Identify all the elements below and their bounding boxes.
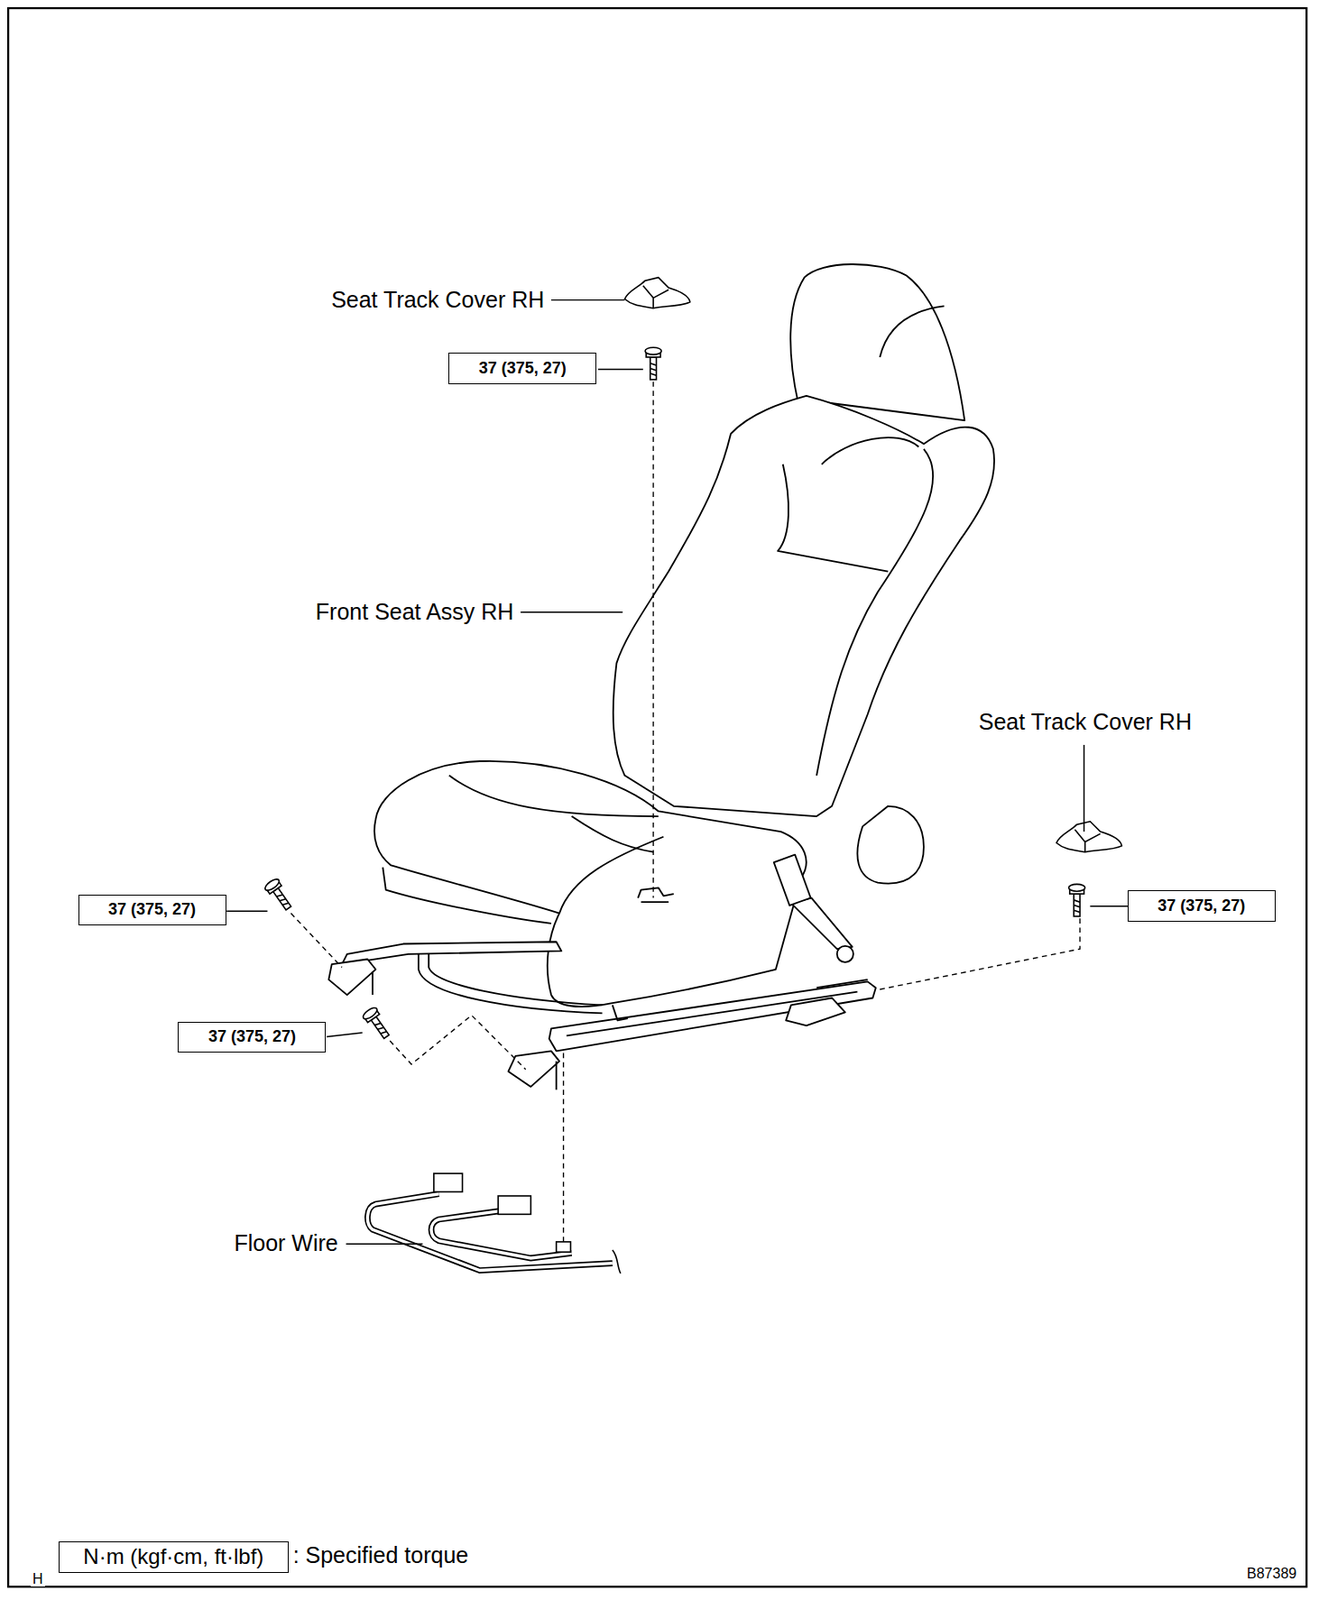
part-name: Floor Wire	[231, 1231, 340, 1257]
track-covers	[624, 277, 1122, 853]
buckle-stalk	[791, 898, 853, 950]
bolt-shank	[273, 888, 292, 911]
bolt-flange	[1069, 884, 1086, 892]
cushion-seam	[571, 816, 655, 853]
floor-wire-drawing	[367, 1173, 620, 1274]
wire-break	[612, 1250, 621, 1274]
wire-outline	[367, 1194, 612, 1272]
seat-rail	[341, 941, 562, 965]
adjuster-bar	[428, 954, 602, 1006]
leader-lines	[226, 300, 1128, 1245]
seat-track-cover	[624, 277, 690, 309]
cover-detail	[643, 285, 669, 309]
bolt-flange	[263, 877, 281, 894]
bolt-thread	[276, 893, 289, 907]
bolt-flange	[645, 347, 662, 355]
torque-value-box: 37 (375, 27)	[177, 1022, 326, 1053]
leader-line	[551, 299, 625, 301]
torque-text: 37 (375, 27)	[108, 901, 196, 920]
cushion-skirt	[382, 867, 552, 924]
torque-value-box: 37 (375, 27)	[448, 352, 597, 385]
cover-detail	[1074, 830, 1100, 853]
wire-connector	[498, 1196, 531, 1215]
part-name: Seat Track Cover RH	[329, 287, 546, 314]
bolt	[361, 1005, 394, 1043]
frame	[8, 8, 1307, 1587]
headrest-seam	[879, 305, 944, 358]
torque-value-box: 37 (375, 27)	[1127, 890, 1276, 923]
wire-fill	[431, 1210, 572, 1259]
leader-line	[598, 368, 644, 370]
leader-line	[226, 911, 268, 913]
bolt	[263, 877, 296, 914]
wire-connector	[433, 1173, 463, 1192]
section-mark: H	[30, 1571, 46, 1588]
bolt-thread	[650, 363, 657, 377]
bolt-thread	[1073, 900, 1080, 913]
wire-clamp	[556, 1242, 572, 1253]
bolt-flange	[361, 1005, 379, 1022]
rail-mount	[612, 1005, 628, 1021]
torque-text: 37 (375, 27)	[1157, 897, 1245, 916]
legend-text: : Specified torque	[291, 1543, 471, 1569]
leader-line	[346, 1243, 424, 1245]
seat-cushion	[374, 761, 807, 1007]
headrest	[790, 264, 965, 421]
torque-value-box: 37 (375, 27)	[78, 894, 227, 926]
rail-bracket	[785, 997, 846, 1026]
assembly-lines	[290, 381, 1080, 1243]
bolts	[263, 347, 1086, 1042]
back-seam	[777, 464, 888, 572]
assembly-line	[389, 1015, 526, 1070]
wire-fill	[367, 1194, 612, 1272]
seat-tracks	[328, 941, 876, 1090]
rail-bracket	[507, 1051, 560, 1088]
recliner-cover	[857, 806, 924, 885]
assembly-line	[290, 913, 342, 969]
leader-line	[1089, 905, 1128, 907]
back-seam	[821, 437, 919, 465]
adjuster-bar	[418, 954, 603, 1015]
seat-bracket	[637, 887, 674, 903]
rail-stud	[371, 971, 374, 996]
buckle-bolt	[837, 946, 854, 963]
leader-line	[1083, 745, 1085, 832]
assembly-line	[652, 381, 654, 898]
bolt	[1069, 884, 1086, 917]
rail-bracket	[328, 959, 376, 996]
part-name: Seat Track Cover RH	[977, 710, 1194, 736]
assembly-line	[877, 918, 1080, 990]
rail-stud	[555, 1061, 558, 1091]
bolt	[645, 347, 662, 380]
assembly-line	[562, 1053, 564, 1243]
cushion-seam	[449, 775, 659, 817]
seat-track-cover-group	[1056, 821, 1122, 853]
leader-line	[326, 1032, 363, 1038]
back-bolster-seam	[816, 449, 933, 776]
bolt-shank	[1073, 894, 1080, 917]
figure-code: B87389	[1245, 1566, 1299, 1583]
torque-text: 37 (375, 27)	[479, 359, 567, 379]
bolt-shank	[370, 1016, 389, 1039]
legend-sample-box: N·m (kgf·cm, ft·lbf)	[58, 1541, 289, 1573]
bolt-thread	[374, 1022, 387, 1036]
bolt-shank	[650, 357, 657, 380]
seat-back	[613, 396, 995, 817]
rail-edge	[816, 979, 868, 988]
seat-rail	[549, 981, 877, 1052]
seat-belt-buckle	[774, 855, 812, 906]
rail-slot	[566, 992, 858, 1037]
torque-text: N·m (kgf·cm, ft·lbf)	[83, 1545, 264, 1569]
leader-line	[520, 611, 623, 613]
torque-text: 37 (375, 27)	[208, 1028, 296, 1047]
wire-outline	[431, 1210, 572, 1259]
seat-drawing	[374, 264, 995, 1007]
seat-track-cover	[1056, 821, 1122, 853]
part-name: Front Seat Assy RH	[313, 599, 517, 626]
